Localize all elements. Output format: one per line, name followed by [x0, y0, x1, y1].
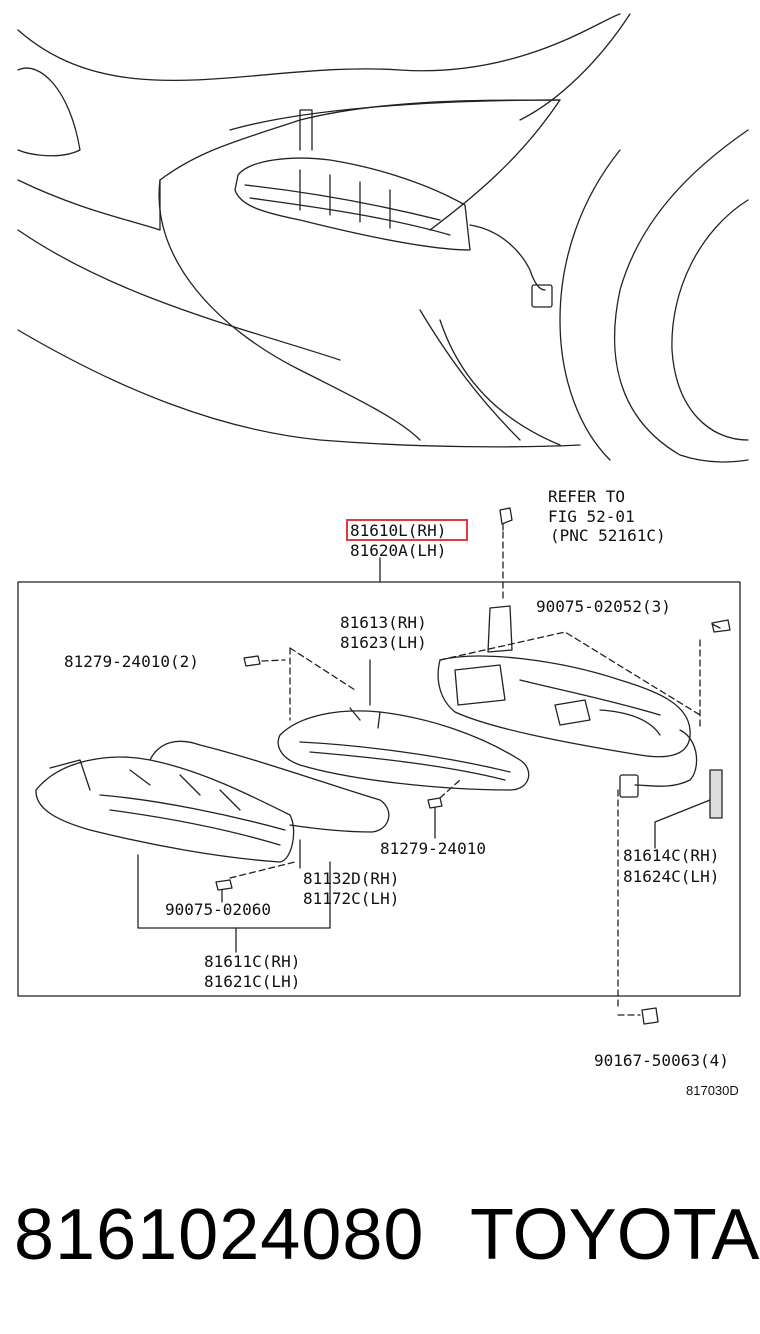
center-lamp-illustration [277, 707, 530, 791]
bolt-9007502060-label[interactable]: 90075-02060 [165, 900, 271, 919]
housing-rh-label[interactable]: 81611C(RH) [204, 952, 300, 971]
lamp-rh-label[interactable]: 81613(RH) [340, 613, 427, 632]
screw-icon-8127924010-2 [243, 655, 261, 667]
assembly-rh-label[interactable]: 81610L(RH) [350, 521, 446, 540]
rear-bracket-illustration [437, 605, 698, 798]
screw-8127924010-label[interactable]: 81279-24010 [380, 839, 486, 858]
housing-lh-label[interactable]: 81621C(LH) [204, 972, 300, 991]
assembly-frame [17, 581, 741, 997]
footer: 8161024080 TOYOTA [0, 1190, 760, 1280]
diagram-code-label: 817030D [686, 1083, 739, 1098]
socket-rh-label[interactable]: 81614C(RH) [623, 846, 719, 865]
refer-pnc-label: (PNC 52161C) [550, 526, 666, 545]
bolt-9007502052-label[interactable]: 90075-02052(3) [536, 597, 671, 616]
wire-harness [149, 740, 390, 833]
bolt-icon-9007502060 [215, 879, 233, 891]
installed-lamp-illustration [234, 109, 553, 308]
screw-8127924010-2-label[interactable]: 81279-24010(2) [64, 652, 199, 671]
part-number: 8161024080 [14, 1195, 425, 1275]
lamp-lh-label[interactable]: 81623(LH) [340, 633, 427, 652]
nut-icon-9016750063 [641, 1007, 659, 1025]
clip-fastener-icon [499, 507, 513, 531]
vehicle-body-outline [17, 13, 749, 463]
nut-9016750063-label[interactable]: 90167-50063(4) [594, 1051, 729, 1070]
left-housing-illustration [35, 756, 295, 863]
socket-plate [709, 769, 723, 819]
wire-lh-label[interactable]: 81172C(LH) [303, 889, 399, 908]
brand-name: TOYOTA [470, 1195, 760, 1275]
refer-to-label: REFER TO [548, 487, 625, 506]
socket-lh-label[interactable]: 81624C(LH) [623, 867, 719, 886]
bolt-icon-9007502052 [711, 619, 731, 633]
highlight-box [346, 519, 468, 541]
wire-rh-label[interactable]: 81132D(RH) [303, 869, 399, 888]
screw-icon-8127924010 [427, 797, 443, 809]
assembly-lh-label[interactable]: 81620A(LH) [350, 541, 446, 560]
refer-fig-label: FIG 52-01 [548, 507, 635, 526]
